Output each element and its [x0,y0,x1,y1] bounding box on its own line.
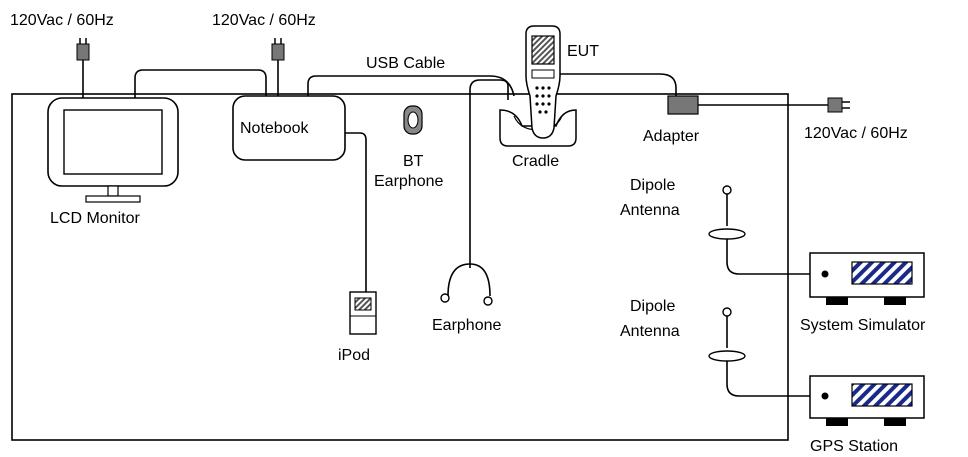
power-label-monitor: 120Vac / 60Hz [10,12,114,29]
power-label-adapter: 120Vac / 60Hz [804,125,908,142]
dipole-antenna-icon [708,185,818,275]
bt-earphone-label-1: BT [403,153,424,170]
earphone-label: Earphone [432,317,501,334]
notebook-label: Notebook [240,120,309,137]
ipod-cable [345,132,367,292]
system-simulator [809,252,925,305]
adapter-label: Adapter [643,128,700,145]
dipole2-label-1: Dipole [630,298,675,315]
gps-station-label: GPS Station [810,438,898,455]
monitor-cable [134,69,267,100]
eut-label: EUT [567,43,599,60]
power-label-notebook: 120Vac / 60Hz [212,12,316,29]
usb-cable [307,75,515,97]
earphone [440,263,493,306]
dipole2-label-2: Antenna [620,323,680,340]
plug-icon [271,38,285,96]
dipole1-label-2: Antenna [620,202,680,219]
ipod-label: iPod [338,347,370,364]
cradle-label: Cradle [512,153,559,170]
plug-icon [76,38,90,110]
eut-phone [525,25,561,139]
bt-earphone [403,105,423,135]
dipole-antenna-icon [708,307,818,397]
lcd-monitor-label: LCD Monitor [50,210,140,227]
system-simulator-label: System Simulator [800,317,926,334]
notebook [232,95,346,161]
test-table [11,93,789,441]
gps-station [809,375,925,426]
adapter-cable [551,73,677,96]
bt-earphone-label-2: Earphone [374,173,443,190]
earphone-cable [469,79,509,268]
usb-cable-label: USB Cable [366,55,445,72]
lcd-monitor [47,97,179,203]
dipole1-label-1: Dipole [630,177,675,194]
adapter [667,95,699,115]
ipod [349,291,377,335]
plug-icon [827,97,850,113]
